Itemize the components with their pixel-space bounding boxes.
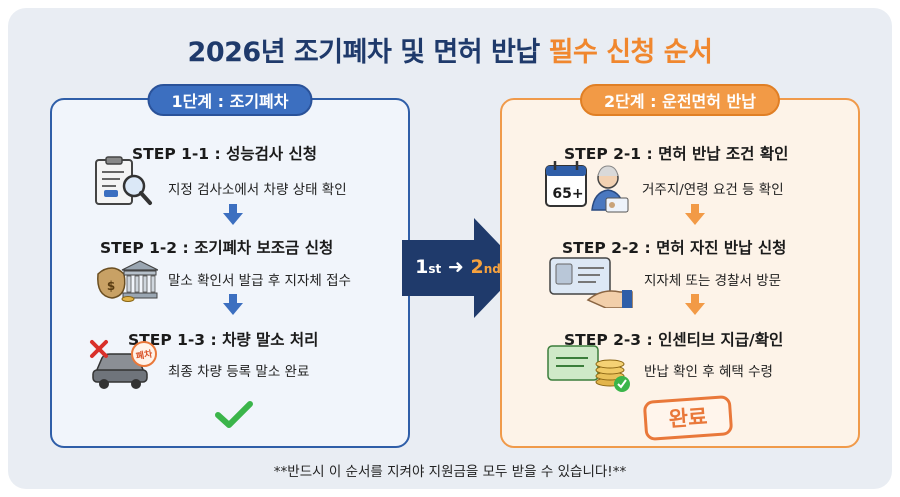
transit-card-coins-icon [547, 345, 630, 392]
money-bag-bank-icon: $ [97, 260, 158, 302]
svg-text:$: $ [107, 279, 115, 293]
footnote: **반드시 이 순서를 지켜야 지원금을 모두 받을 수 있습니다!** [273, 464, 627, 480]
stage-1-label: 1단계 : 조기폐차 [147, 84, 313, 116]
down-arrow-icon [685, 204, 705, 225]
title-main: 2026년 조기폐차 및 면허 반납 [187, 37, 541, 68]
step-1-1-desc: 지정 검사소에서 차량 상태 확인 [168, 182, 347, 198]
stage-transition-arrow [402, 218, 522, 318]
step-2-1-title: STEP 2-1 : 면허 반납 조건 확인 [564, 145, 789, 163]
scrapped-car-icon [90, 340, 157, 389]
title-highlight: 필수 신청 순서 [548, 37, 713, 68]
stage-2-label: 2단계 : 운전면허 반납 [579, 84, 781, 116]
step-1-3-desc: 최종 차량 등록 말소 완료 [168, 364, 310, 380]
first-suffix: st [428, 262, 442, 276]
first-number: 1 [415, 256, 429, 278]
down-arrow-icon [223, 204, 243, 225]
step-1-3-title: STEP 1-3 : 차량 말소 처리 [128, 331, 319, 349]
step-1-2-desc: 말소 확인서 발급 후 지자체 접수 [168, 273, 351, 289]
down-arrow-icon [685, 294, 705, 315]
done-stamp: 완료 [642, 394, 734, 442]
second-suffix: nd [483, 262, 501, 276]
page-title: 2026년 조기폐차 및 면허 반납 필수 신청 순서 [8, 30, 892, 69]
age-tag: 65+ [552, 186, 584, 202]
check-icon [215, 401, 253, 428]
senior-calendar-icon [545, 161, 629, 213]
step-2-1-desc: 거주지/연령 요건 등 확인 [642, 182, 784, 198]
license-handover-icon [549, 257, 633, 308]
infographic-card: 2026년 조기폐차 및 면허 반납 필수 신청 순서 1단계 : 조기폐차 S… [8, 8, 892, 489]
step-2-3-desc: 반납 확인 후 혜택 수령 [644, 364, 773, 380]
inspection-clipboard-icon [95, 156, 152, 205]
step-1-1-title: STEP 1-1 : 성능검사 신청 [132, 145, 318, 163]
transition-arrow-glyph: ➜ [447, 256, 464, 278]
step-2-3-title: STEP 2-3 : 인센티브 지급/확인 [564, 331, 784, 349]
step-2-2-title: STEP 2-2 : 면허 자진 반납 신청 [562, 239, 787, 257]
step-2-2-desc: 지자체 또는 경찰서 방문 [644, 273, 782, 289]
transition-label: 1st ➜ 2nd [408, 256, 508, 278]
step-1-2-title: STEP 1-2 : 조기폐차 보조금 신청 [100, 239, 334, 257]
second-number: 2 [470, 256, 484, 278]
down-arrow-icon [223, 294, 243, 315]
